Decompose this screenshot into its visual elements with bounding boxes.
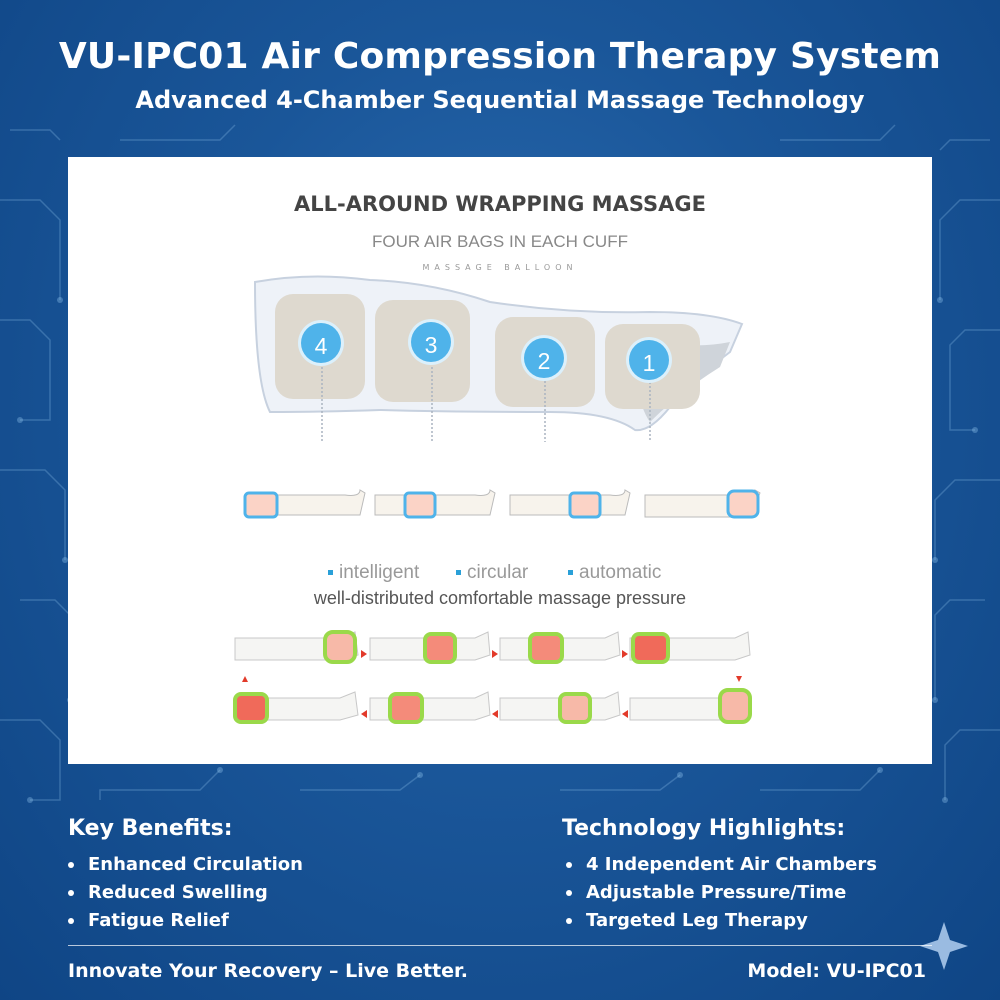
chamber-number-2: 2 [521, 335, 567, 381]
chamber-number-3: 3 [408, 319, 454, 365]
panel-heading: ALL-AROUND WRAPPING MASSAGE [294, 192, 706, 216]
highlights-title: Technology Highlights: [562, 816, 846, 841]
panel-subheading: FOUR AIR BAGS IN EACH CUFF [372, 232, 628, 251]
page-subtitle: Advanced 4-Chamber Sequential Massage Te… [135, 86, 865, 114]
benefits-title: Key Benefits: [68, 816, 233, 841]
sequence-legs-row [243, 489, 761, 519]
benefit-item: Fatigue Relief [68, 907, 303, 935]
highlight-item: Adjustable Pressure/Time [566, 879, 877, 907]
product-panel: ALL-AROUND WRAPPING MASSAGE FOUR AIR BAG… [68, 157, 932, 764]
footer-tagline: Innovate Your Recovery – Live Better. [68, 960, 468, 982]
highlights-list: 4 Independent Air Chambers Adjustable Pr… [566, 851, 877, 935]
chamber-number-4: 4 [298, 320, 344, 366]
highlight-item: Targeted Leg Therapy [566, 907, 877, 935]
benefits-list: Enhanced Circulation Reduced Swelling Fa… [68, 851, 303, 935]
chamber-number-1: 1 [626, 337, 672, 383]
highlight-item: 4 Independent Air Chambers [566, 851, 877, 879]
benefit-item: Enhanced Circulation [68, 851, 303, 879]
feature-automatic: automatic [568, 562, 661, 584]
pressure-text: well-distributed comfortable massage pre… [313, 588, 687, 608]
sequence-diagram [233, 630, 752, 724]
feature-circular: circular [456, 562, 528, 584]
feature-intelligent: intelligent [328, 562, 419, 584]
sparkle-icon [920, 922, 968, 970]
page-title: VU-IPC01 Air Compression Therapy System [58, 36, 942, 77]
panel-tiny-label: MASSAGE BALLOON [422, 263, 578, 272]
benefit-item: Reduced Swelling [68, 879, 303, 907]
footer-divider [68, 945, 932, 946]
footer-model: Model: VU-IPC01 [747, 960, 926, 982]
